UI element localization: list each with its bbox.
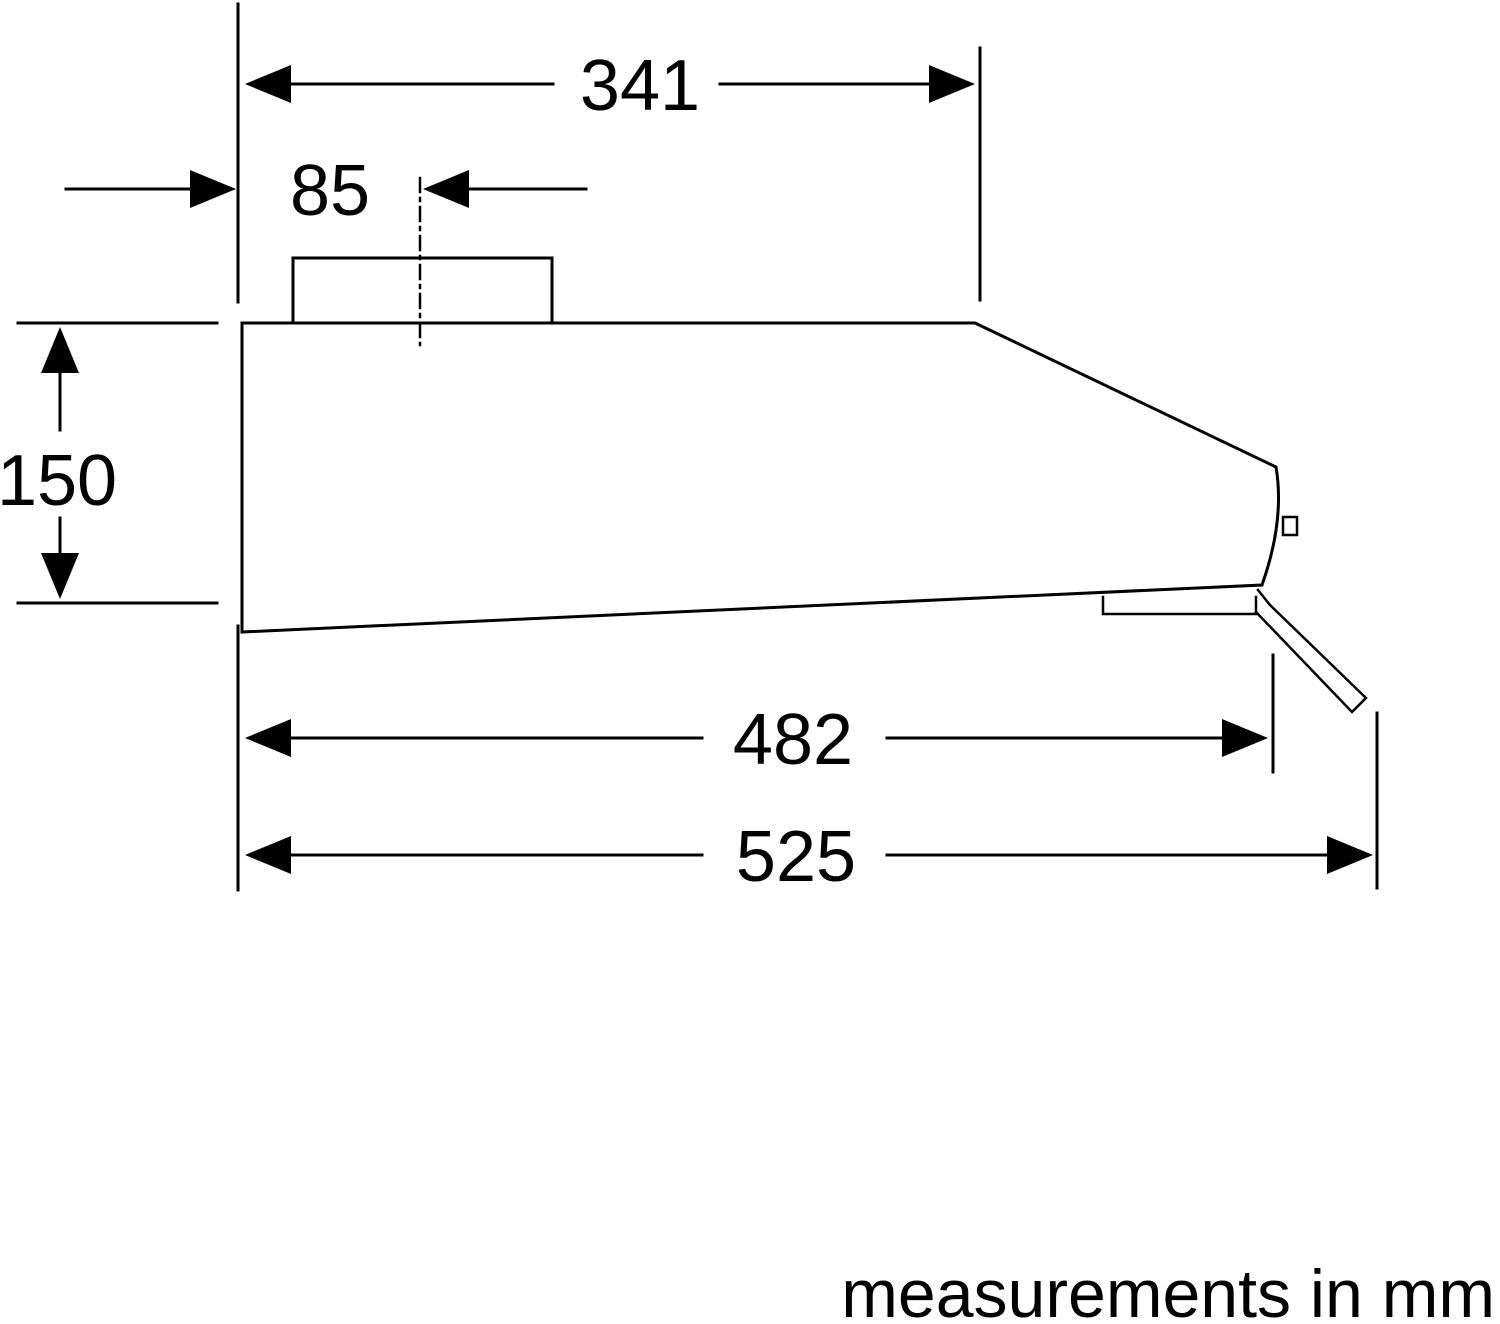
dim-525-label: 525 <box>736 817 856 897</box>
pull-out-visor <box>1254 588 1368 714</box>
hood-outline <box>240 176 1368 714</box>
arrowhead-right-icon <box>1222 719 1268 757</box>
units-note: measurements in mm <box>841 1256 1495 1324</box>
dim-85-label: 85 <box>290 151 370 231</box>
arrowhead-down-icon <box>41 553 79 599</box>
hood-body <box>240 321 1280 634</box>
arrowhead-right-icon <box>1327 836 1373 874</box>
arrowhead-left-icon <box>245 65 291 103</box>
arrowhead-up-icon <box>41 327 79 373</box>
dimension-150: 150 <box>0 327 117 599</box>
control-knob <box>1281 515 1299 537</box>
dimension-85: 85 <box>64 151 588 231</box>
exhaust-collar <box>291 256 554 325</box>
dim-150-label: 150 <box>0 441 117 521</box>
extension-lines <box>16 2 1379 892</box>
dimension-341: 341 <box>245 46 975 126</box>
dimension-525: 525 <box>245 817 1373 897</box>
dimension-482: 482 <box>245 700 1268 780</box>
arrowhead-left-icon <box>423 170 469 208</box>
dim-482-label: 482 <box>733 700 853 780</box>
arrowhead-left-icon <box>245 836 291 874</box>
arrowhead-right-icon <box>929 65 975 103</box>
handle-bracket <box>1101 595 1258 616</box>
dim-341-label: 341 <box>580 46 700 126</box>
arrowhead-right-icon <box>190 170 236 208</box>
arrowhead-left-icon <box>245 719 291 757</box>
